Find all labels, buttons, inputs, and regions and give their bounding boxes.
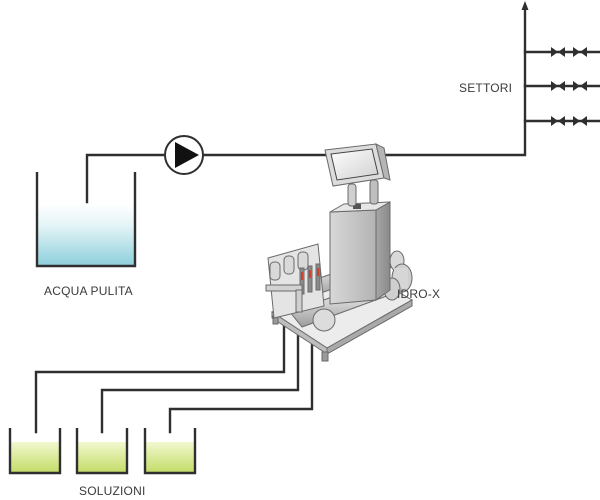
solutions-label: SOLUZIONI — [79, 484, 146, 498]
solution-tank-2 — [75, 428, 129, 475]
idro-x-machine — [265, 143, 414, 362]
pump-triangle-icon — [164, 135, 204, 175]
sectors-label: SETTORI — [459, 81, 513, 95]
clean-water-tank — [35, 172, 137, 268]
solution-tank-1 — [8, 428, 62, 475]
machine-cabinet-front — [329, 209, 377, 305]
outlet-pipe — [382, 6, 527, 157]
clean-water-label: ACQUA PULITA — [44, 284, 133, 298]
solution-line-3 — [168, 328, 314, 434]
intake-pipe — [85, 153, 166, 204]
valve-bowtie-icon — [551, 47, 587, 126]
machine-label: IDRO-X — [397, 287, 441, 301]
solution-line-2 — [100, 322, 300, 434]
solution-line-1 — [34, 320, 286, 434]
solution-tank-3 — [143, 428, 197, 475]
machine-cabinet-side — [375, 201, 391, 301]
arrow-up-icon — [521, 1, 529, 10]
